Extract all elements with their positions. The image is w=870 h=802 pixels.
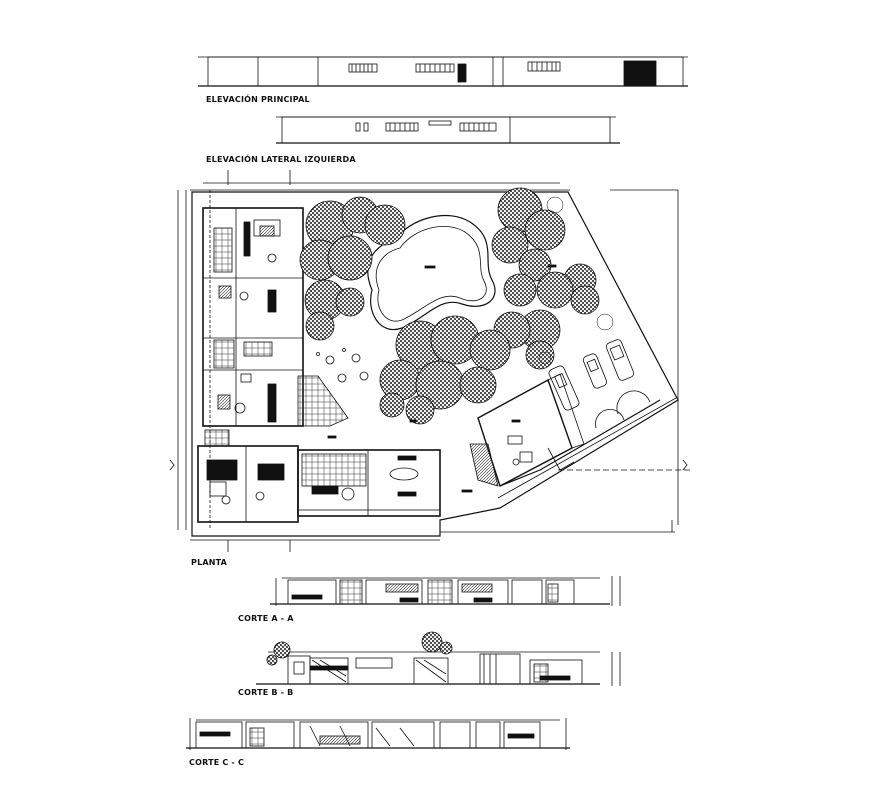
- section-a: [270, 576, 621, 606]
- terrace-tables: [316, 348, 369, 383]
- floor-plan: [169, 170, 690, 552]
- main-elevation: [198, 56, 688, 87]
- section-b-title: CORTE B - B: [238, 688, 294, 697]
- main-elevation-title: ELEVACIÓN PRINCIPAL: [206, 95, 310, 104]
- side-elevation: [276, 116, 620, 144]
- section-b: [256, 631, 621, 686]
- section-c: [186, 718, 570, 750]
- section-a-title: CORTE A - A: [238, 614, 294, 623]
- tree-canopy-icon: [299, 187, 600, 425]
- section-c-title: CORTE C - C: [189, 758, 245, 767]
- side-elevation-title: ELEVACIÓN LATERAL IZQUIERDA: [206, 155, 356, 164]
- car-icon: [548, 339, 635, 411]
- floor-plan-title: PLANTA: [191, 558, 228, 567]
